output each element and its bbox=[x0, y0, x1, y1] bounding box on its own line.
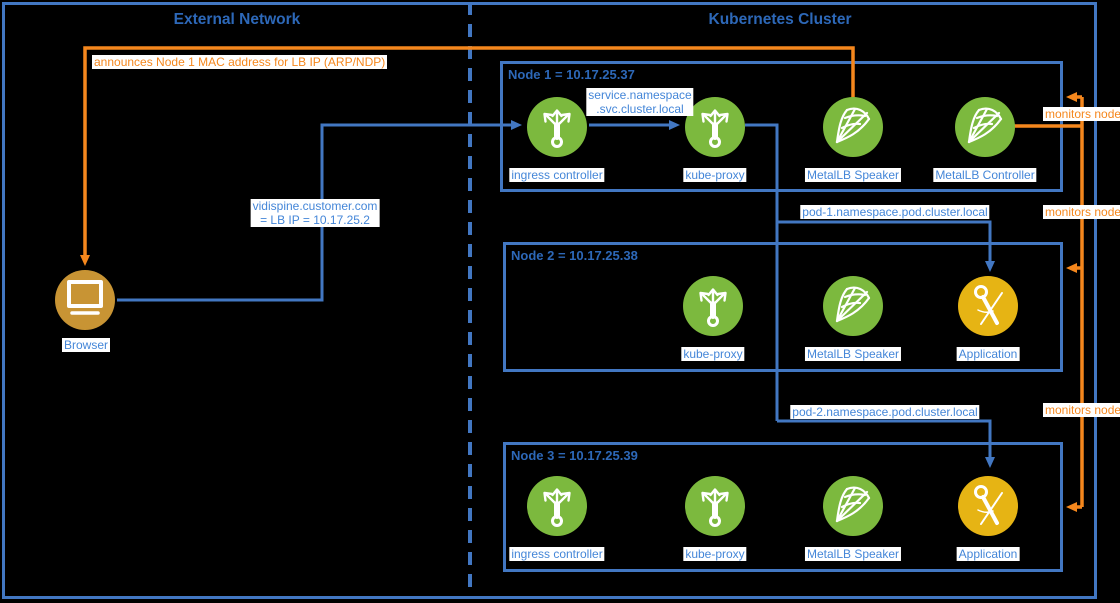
lb-dns-line2: = LB IP = 10.17.25.2 bbox=[260, 213, 370, 227]
node3-kube-proxy-label: kube-proxy bbox=[683, 547, 747, 561]
node3-ingress-controller-label: ingress controller bbox=[509, 547, 605, 561]
kube-proxy-icon bbox=[685, 476, 745, 536]
node3-kube-proxy bbox=[685, 476, 745, 536]
node1-metallb-speaker bbox=[823, 97, 883, 157]
node2-kube-proxy-label: kube-proxy bbox=[681, 347, 745, 361]
browser-label: Browser bbox=[61, 338, 111, 352]
node2-application bbox=[958, 276, 1018, 336]
diagram-outer-border bbox=[2, 2, 1097, 599]
node3-title: Node 3 = 10.17.25.39 bbox=[511, 448, 638, 463]
node2-title: Node 2 = 10.17.25.38 bbox=[511, 248, 638, 263]
pod2-dns-label: pod-2.namespace.pod.cluster.local bbox=[790, 405, 980, 419]
kube-proxy-icon bbox=[685, 97, 745, 157]
metallb-controller-icon bbox=[967, 107, 1003, 144]
node1-metallb-controller bbox=[955, 97, 1015, 157]
browser-node bbox=[55, 270, 115, 330]
metallb-speaker-icon bbox=[835, 286, 871, 323]
node3-application-label: Application bbox=[956, 547, 1020, 561]
node3-application bbox=[958, 476, 1018, 536]
kubernetes-cluster-title: Kubernetes Cluster bbox=[708, 11, 852, 28]
monitors-node2-label: monitors node bbox=[1043, 205, 1120, 219]
service-dns-line1: service.namespace bbox=[588, 88, 692, 102]
node1-title: Node 1 = 10.17.25.37 bbox=[508, 67, 635, 82]
application-icon bbox=[973, 484, 1004, 526]
node1-metallb-speaker-label: MetalLB Speaker bbox=[804, 168, 902, 182]
node1-ingress-controller-label: ingress controller bbox=[509, 168, 605, 182]
external-network-title: External Network bbox=[173, 11, 301, 28]
node1-metallb-controller-label: MetalLB Controller bbox=[933, 168, 1037, 182]
node2-metallb-speaker bbox=[823, 276, 883, 336]
node2-kube-proxy bbox=[683, 276, 743, 336]
browser-monitor-icon bbox=[67, 280, 103, 315]
monitors-node1-label: monitors node bbox=[1043, 107, 1120, 121]
node3-metallb-speaker-label: MetalLB Speaker bbox=[804, 547, 902, 561]
announce-edge-label: announces Node 1 MAC address for LB IP (… bbox=[92, 55, 388, 69]
application-icon bbox=[973, 284, 1004, 326]
metallb-speaker-icon bbox=[835, 107, 871, 144]
metallb-speaker-icon bbox=[835, 486, 871, 523]
lb-dns-line1: vidispine.customer.com bbox=[252, 199, 378, 213]
node3-ingress-controller bbox=[527, 476, 587, 536]
node2-metallb-speaker-label: MetalLB Speaker bbox=[804, 347, 902, 361]
lb-dns-label: vidispine.customer.com = LB IP = 10.17.2… bbox=[250, 199, 380, 227]
kube-proxy-icon bbox=[683, 276, 743, 336]
node1-ingress-controller bbox=[527, 97, 587, 157]
pod1-dns-label: pod-1.namespace.pod.cluster.local bbox=[800, 205, 990, 219]
node1-kube-proxy bbox=[685, 97, 745, 157]
node2-application-label: Application bbox=[956, 347, 1020, 361]
node1-kube-proxy-label: kube-proxy bbox=[683, 168, 747, 182]
ingress-controller-icon bbox=[527, 97, 587, 157]
ingress-controller-icon bbox=[527, 476, 587, 536]
service-dns-line2: .svc.cluster.local bbox=[596, 102, 684, 116]
monitors-node3-label: monitors node bbox=[1043, 403, 1120, 417]
service-dns-label: service.namespace .svc.cluster.local bbox=[586, 88, 694, 116]
node3-metallb-speaker bbox=[823, 476, 883, 536]
